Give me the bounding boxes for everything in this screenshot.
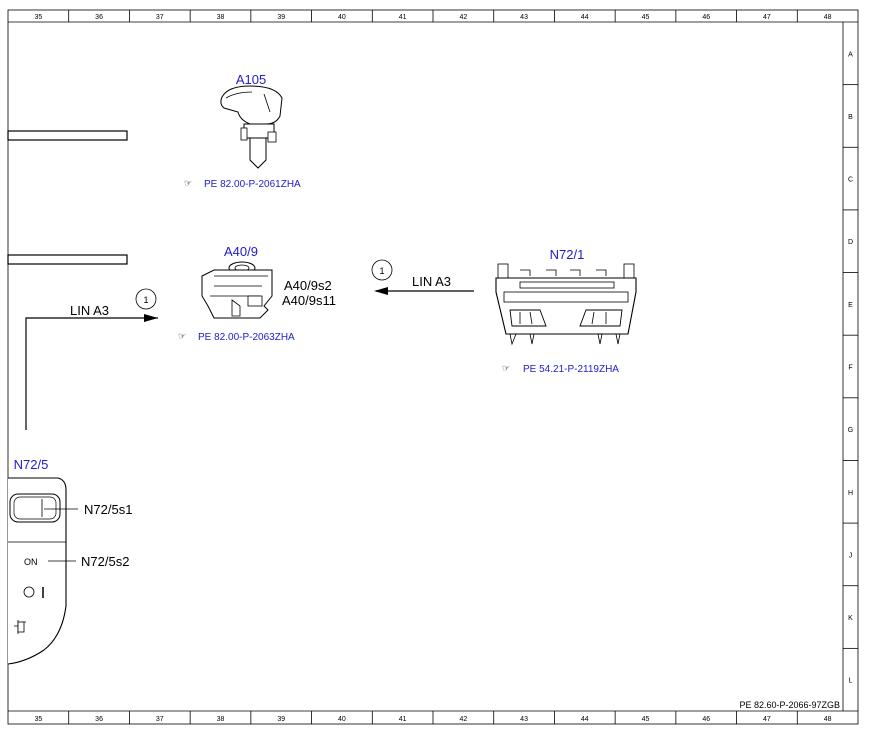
column-number: 47 — [763, 716, 771, 723]
row-letter: K — [848, 615, 853, 622]
column-number: 43 — [520, 716, 528, 723]
a105-label: A105 — [236, 72, 266, 87]
component-a105[interactable]: A105 ☞ PE 82.00-P-2061ZHA — [184, 72, 301, 190]
column-number: 46 — [702, 716, 710, 723]
hand-pointer-icon: ☞ — [184, 178, 192, 188]
column-number: 41 — [399, 14, 407, 21]
column-number: 44 — [581, 14, 589, 21]
row-letter: F — [848, 365, 852, 372]
a40-9-switch-module-image — [201, 261, 273, 319]
lin-a3-right-connection[interactable]: LIN A3 1 — [371, 259, 474, 295]
document-id: PE 82.60-P-2066-97ZGB — [739, 700, 840, 710]
column-number: 48 — [824, 14, 832, 21]
column-number: 35 — [34, 716, 42, 723]
lin-a3-left-label: LIN A3 — [70, 303, 109, 318]
row-letter: B — [848, 114, 853, 121]
n72-1-ref-link[interactable]: PE 54.21-P-2119ZHA — [523, 364, 619, 375]
column-number: 36 — [95, 716, 103, 723]
column-number: 39 — [277, 716, 285, 723]
row-letter: C — [848, 177, 853, 184]
component-n72-1[interactable]: N72/1 ☞ PE 54.21-P-2119ZHA — [495, 247, 637, 375]
n72-5-label: N72/5 — [14, 457, 49, 472]
lin-a3-left-connection[interactable]: LIN A3 1 — [25, 288, 158, 430]
column-number: 42 — [459, 716, 467, 723]
partial-component-bar-middle — [7, 254, 128, 265]
lin-a3-left-marker: 1 — [143, 295, 148, 305]
lin-a3-right-marker-circle — [371, 259, 393, 281]
column-number: 38 — [217, 14, 225, 21]
row-letter: E — [848, 302, 853, 309]
lin-a3-left-marker-circle — [135, 288, 157, 310]
a105-manual-link[interactable]: ☞ PE 82.00-P-2061ZHA — [184, 178, 301, 190]
column-number: 38 — [217, 716, 225, 723]
column-number: 40 — [338, 716, 346, 723]
row-letter: A — [848, 51, 853, 58]
bottom-column-ruler: 35 36 37 38 39 40 41 42 43 44 45 46 47 48 — [34, 711, 832, 724]
partial-component-bar-top — [7, 130, 128, 141]
column-number: 42 — [459, 14, 467, 21]
column-number: 37 — [156, 14, 164, 21]
column-number: 44 — [581, 716, 589, 723]
component-a40-9[interactable]: A40/9 A40/9s2 A40/9s11 ☞ PE 82.00-P-2063… — [178, 244, 336, 343]
n72-1-control-panel-image — [495, 263, 637, 346]
lin-a3-right-label: LIN A3 — [412, 274, 451, 289]
column-number: 36 — [95, 14, 103, 21]
n72-5s1-label: N72/5s1 — [84, 502, 132, 517]
column-number: 45 — [642, 14, 650, 21]
lin-a3-left-wire — [25, 317, 158, 430]
column-number: 47 — [763, 14, 771, 21]
column-number: 37 — [156, 716, 164, 723]
diagram-frame — [7, 9, 859, 725]
a40-9s2-label: A40/9s2 — [284, 278, 332, 293]
n72-1-manual-link[interactable]: ☞ PE 54.21-P-2119ZHA — [502, 363, 619, 375]
column-number: 48 — [824, 716, 832, 723]
row-letter: D — [848, 239, 853, 246]
column-number: 40 — [338, 14, 346, 21]
lin-a3-right-arrowhead — [374, 287, 388, 295]
a40-9-manual-link[interactable]: ☞ PE 82.00-P-2063ZHA — [178, 331, 295, 343]
n72-5s2-label: N72/5s2 — [81, 554, 129, 569]
column-number: 45 — [642, 716, 650, 723]
top-column-ruler: 35 36 37 38 39 40 41 42 43 44 45 46 47 48 — [34, 10, 832, 22]
a40-9-label: A40/9 — [224, 244, 258, 259]
row-letter: J — [849, 552, 853, 559]
lin-a3-right-marker: 1 — [379, 266, 384, 276]
hand-pointer-icon: ☞ — [502, 363, 510, 373]
a40-9-ref-link[interactable]: PE 82.00-P-2063ZHA — [198, 332, 295, 343]
column-number: 43 — [520, 14, 528, 21]
n72-5-on-button-text: ON — [24, 557, 38, 567]
column-number: 35 — [34, 14, 42, 21]
a105-selector-lever-image — [220, 85, 283, 169]
column-number: 41 — [399, 716, 407, 723]
right-row-ruler: A B C D E F G H J K L — [843, 51, 858, 685]
n72-1-label: N72/1 — [550, 247, 585, 262]
column-number: 46 — [702, 14, 710, 21]
column-number: 39 — [277, 14, 285, 21]
a105-ref-link[interactable]: PE 82.00-P-2061ZHA — [204, 179, 301, 190]
a40-9s11-label: A40/9s11 — [282, 293, 336, 308]
hand-pointer-icon: ☞ — [178, 331, 186, 341]
component-n72-5[interactable]: N72/5 ON N72/5s1 N72/5s2 — [7, 457, 132, 665]
row-letter: G — [848, 427, 853, 434]
n72-5-switch-panel-image: ON — [7, 477, 67, 665]
row-letter: H — [848, 490, 853, 497]
lin-a3-left-arrowhead — [144, 314, 158, 322]
row-letter: L — [849, 678, 853, 685]
